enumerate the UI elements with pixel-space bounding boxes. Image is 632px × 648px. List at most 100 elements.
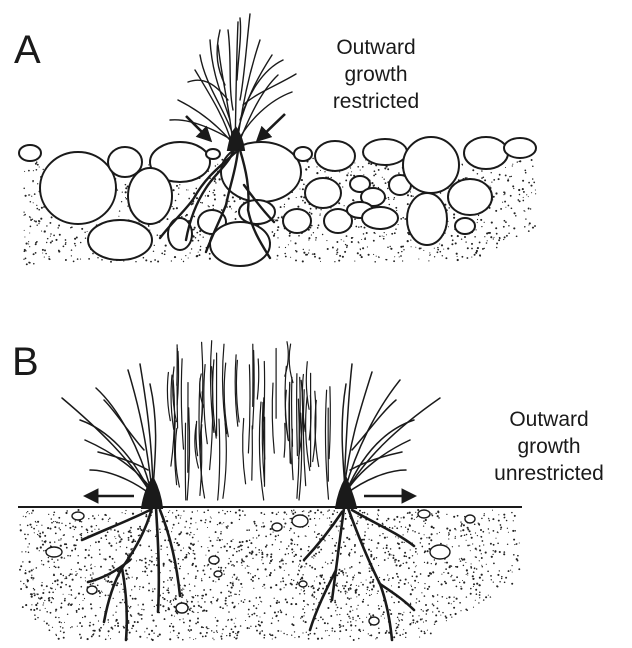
soil-dot <box>332 630 333 631</box>
soil-dot <box>242 510 244 512</box>
soil-dot <box>269 562 271 564</box>
soil-dot <box>114 625 116 627</box>
soil-dot <box>454 537 455 538</box>
soil-dot <box>270 572 272 574</box>
soil-dot <box>175 200 177 202</box>
soil-dot <box>46 622 48 624</box>
soil-dot <box>70 555 72 557</box>
soil-dot <box>152 588 153 589</box>
soil-dot <box>211 603 212 604</box>
soil-dot <box>407 531 408 532</box>
soil-dot <box>231 208 232 209</box>
soil-dot <box>389 554 391 556</box>
soil-dot <box>340 591 342 593</box>
soil-dot <box>467 545 469 547</box>
soil-dot <box>155 625 157 627</box>
soil-dot <box>258 549 260 551</box>
soil-dot <box>203 511 205 513</box>
soil-dot <box>383 579 384 580</box>
soil-dot <box>183 589 184 590</box>
soil-dot <box>25 604 27 606</box>
soil-dot <box>156 553 157 554</box>
soil-dot <box>361 239 362 240</box>
soil-dot <box>370 556 372 558</box>
soil-dot <box>398 547 400 549</box>
soil-dot <box>105 639 107 641</box>
soil-dot <box>195 565 197 567</box>
soil-dot <box>398 613 400 615</box>
soil-dot <box>51 518 53 520</box>
soil-dot <box>232 585 234 587</box>
soil-dot <box>122 191 123 192</box>
soil-dot <box>65 525 67 527</box>
soil-dot <box>376 557 377 558</box>
panel-a-caption-line-1: Outward <box>296 34 456 61</box>
soil-dot <box>346 174 348 176</box>
soil-dot <box>189 590 190 591</box>
soil-dot <box>38 223 39 224</box>
soil-dot <box>395 228 397 230</box>
soil-dot <box>367 605 368 606</box>
soil-dot <box>418 533 420 535</box>
soil-dot <box>206 632 208 634</box>
soil-dot <box>220 592 222 594</box>
soil-dot <box>189 625 191 627</box>
soil-dot <box>154 259 156 261</box>
grass-streak <box>264 362 265 422</box>
soil-dot <box>318 533 319 534</box>
soil-dot <box>189 609 191 611</box>
soil-dot <box>474 236 476 238</box>
soil-dot <box>71 573 72 574</box>
soil-dot <box>169 601 171 603</box>
soil-dot <box>281 216 282 217</box>
soil-dot <box>85 580 86 581</box>
soil-dot <box>354 261 355 262</box>
soil-dot <box>456 566 458 568</box>
soil-dot <box>295 259 297 261</box>
soil-dot <box>450 614 452 616</box>
soil-dot <box>243 601 245 603</box>
soil-dot <box>320 261 321 262</box>
soil-dot <box>238 509 240 511</box>
soil-dot <box>92 572 93 573</box>
soil-dot <box>130 606 131 607</box>
soil-dot <box>34 614 36 616</box>
soil-dot <box>343 574 344 575</box>
soil-dot <box>210 516 211 517</box>
soil-dot <box>390 613 392 615</box>
soil-dot <box>348 538 350 540</box>
soil-dot <box>189 534 190 535</box>
soil-dot <box>266 556 267 557</box>
soil-dot <box>431 533 433 535</box>
soil-dot <box>60 529 61 530</box>
soil-dot <box>242 545 243 546</box>
soil-dot <box>132 513 133 514</box>
soil-dot <box>207 509 209 511</box>
soil-dot <box>249 628 250 629</box>
soil-dot <box>197 621 199 623</box>
soil-dot <box>53 566 55 568</box>
soil-dot <box>49 629 51 631</box>
soil-dot <box>135 598 137 600</box>
soil-dot <box>356 608 357 609</box>
soil-dot <box>77 626 78 627</box>
soil-dot <box>283 633 284 634</box>
soil-dot <box>371 588 373 590</box>
soil-dot <box>282 558 283 559</box>
soil-dot <box>176 207 178 209</box>
soil-dot <box>517 161 518 162</box>
soil-dot <box>481 536 483 538</box>
soil-dot <box>60 573 62 575</box>
soil-dot <box>396 210 397 211</box>
soil-dot <box>310 208 312 210</box>
soil-dot <box>43 602 44 603</box>
soil-dot <box>352 579 353 580</box>
soil-dot <box>410 240 411 241</box>
soil-dot <box>303 252 305 254</box>
soil-dot <box>350 584 352 586</box>
soil-dot <box>36 594 37 595</box>
soil-dot <box>437 594 438 595</box>
soil-dot <box>195 638 196 639</box>
soil-dot <box>314 512 316 514</box>
soil-dot <box>376 256 377 257</box>
